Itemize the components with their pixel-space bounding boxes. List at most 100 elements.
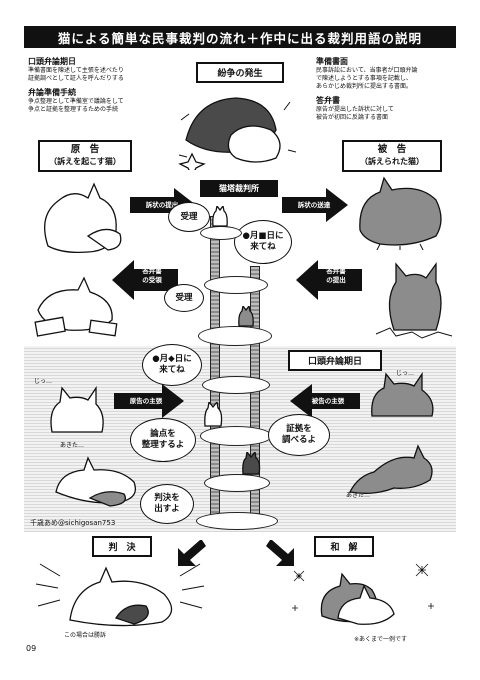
ruling-note: この場合は勝訴 [64, 632, 107, 639]
fighting-cat-white [227, 125, 281, 163]
glossary-term: 口頭弁論期日 [28, 57, 76, 66]
arrow-label-line: の受領 [142, 276, 162, 284]
tower-cat-icon [242, 452, 261, 475]
plaintiff-title: 原 告 [70, 144, 100, 155]
sitting-cat-body [388, 261, 442, 331]
tower-shelf [198, 326, 272, 346]
tower-cat-icon [204, 402, 223, 427]
defendant-title: 被 告 [377, 144, 407, 155]
plaintiff-subtitle: （訴えを起こす猫） [49, 157, 121, 166]
tower-cat-icon [238, 306, 254, 327]
bored-cats-left [55, 456, 137, 507]
court-label: 猫塔裁判所 [200, 180, 278, 197]
file-complaint-label: 訴状の提出 [145, 201, 179, 209]
glossary-desc: で陳述しようとする事項を記載し、 [316, 75, 412, 82]
defendant-sitting-illustration [375, 261, 453, 339]
sfx-stare-right: じっ… [396, 370, 415, 377]
defendant-subtitle: （訴えられた猫） [360, 157, 424, 166]
bubble-accept-1: 受理 [168, 202, 210, 232]
arrow-label-line: の提出 [326, 276, 346, 284]
right-arrow-icon [282, 188, 348, 222]
settlement-cat-white [337, 584, 395, 625]
bubble-line: 論点を [150, 429, 176, 439]
cat-tower [196, 206, 278, 530]
serve-complaint-label: 訴状の送達 [297, 201, 331, 209]
glossary-desc: 民事訴訟において、当事者が口頭弁論 [316, 67, 418, 74]
plaintiff-reading-illustration [34, 276, 118, 337]
bubble-come-date-2: ●月◆日に 来てね [142, 344, 202, 386]
defendant-cat-legs [376, 243, 424, 250]
impact-lines [178, 101, 296, 158]
bubble-accept-2: 受理 [164, 284, 204, 312]
bubble-ruling-out: 判決を 出すよ [140, 484, 194, 524]
arrow-label-line: 答弁書 [142, 267, 162, 275]
bubble-line: ●月■日に [242, 231, 284, 241]
glossary-term: 準備書面 [316, 57, 348, 66]
plaintiff-cat-small [86, 228, 122, 251]
bored-cat-right [349, 444, 433, 494]
left-arrow-icon [296, 260, 362, 300]
answer-received-label: 答弁書 の受領 [130, 267, 174, 285]
defendant-label: 被 告 （訴えられた猫） [342, 140, 442, 172]
glossary-term: 答弁書 [316, 96, 340, 105]
bubble-line: 出すよ [154, 504, 180, 514]
sfx-stare-left: じっ… [34, 378, 53, 385]
glossary-right: 準備書面 民事訴訟において、当事者が口頭弁論 で陳述しようとする事項を記載し、 … [316, 56, 461, 122]
settlement-label: 和 解 [314, 536, 374, 557]
bubble-examine-evidence: 証拠を 調べるよ [268, 414, 330, 456]
sparkle-decorations [292, 563, 434, 611]
answer-submitted-label: 答弁書 の提出 [314, 267, 358, 285]
glossary-desc: 準備書面を陳述して主張を述べたり [28, 67, 124, 74]
settlement-cats-illustration [292, 563, 434, 625]
arrow-answer-received [112, 260, 178, 300]
judge-cat-icon [212, 206, 228, 227]
glossary-left: 口頭弁論期日 準備書面を陳述して主張を述べたり 証拠調べとして証人を呼んだりする… [28, 56, 178, 114]
star-burst [178, 152, 206, 170]
bubble-line: 判決を [154, 493, 180, 503]
down-left-arrow-icon [178, 540, 206, 566]
glossary-desc: あらかじめ裁判所に提出する書面。 [316, 83, 413, 90]
ruling-label: 判 決 [92, 536, 152, 557]
arrow-plaintiff-claim [114, 384, 184, 418]
down-right-arrow-icon [266, 540, 294, 566]
tower-shelf [202, 376, 270, 394]
glossary-desc: 被告が初回に反論する書面 [316, 114, 389, 121]
dispute-label: 紛争の発生 [196, 62, 284, 83]
glossary-desc: 争点と証拠を整理するための手続 [28, 106, 119, 113]
tower-shelf [204, 276, 268, 294]
defendant-cat-body [359, 176, 442, 246]
arrow-answer-submitted [296, 260, 362, 300]
bubble-line: 整理するよ [141, 440, 185, 450]
fighting-cats-illustration [178, 97, 296, 170]
bubble-line: 来てね [159, 365, 185, 375]
bubble-come-date-1: ●月■日に 来てね [234, 220, 292, 264]
paper-icon [88, 319, 118, 337]
glossary-desc: 原告が提出した訴状に対して [316, 106, 394, 113]
page-title: 猫による簡単な民事裁判の流れ＋作中に出る裁判用語の説明 [24, 26, 456, 48]
hearing-date-label: 口頭弁論期日 [288, 350, 382, 371]
left-arrow-icon [112, 260, 178, 300]
settlement-note: ※あくまで一例です [354, 636, 408, 643]
glossary-desc: 証拠調べとして証人を呼んだりする [28, 75, 124, 82]
sfx-bored-left: あきた… [60, 442, 85, 449]
defendant-hearing-cat [371, 371, 434, 417]
plaintiff-label: 原 告 （訴えを起こす猫） [38, 140, 132, 172]
bubble-organize-issues: 論点を 整理するよ [130, 418, 196, 462]
sfx-bored-right: あきた… [346, 492, 371, 499]
tower-shelf [204, 474, 270, 492]
plaintiff-claim-label: 原告の主張 [129, 397, 163, 405]
bubble-line: 調べるよ [281, 435, 316, 445]
arrow-serve-complaint [282, 188, 348, 222]
tower-base [196, 512, 278, 530]
scattered-papers [375, 327, 453, 339]
bubble-line: ●月◆日に [152, 354, 192, 364]
page-number: 09 [26, 644, 37, 653]
plaintiff-cat-illustration [44, 182, 122, 254]
right-arrow-icon [114, 384, 184, 418]
tower-shelf [200, 226, 242, 240]
arrow-defendant-claim [290, 384, 360, 418]
tower-shelf [200, 426, 272, 446]
author-credit: 千歳あめ@sichigosan753 [30, 519, 116, 527]
defendant-cat-illustration [359, 176, 442, 250]
bubble-line: 来てね [250, 242, 276, 252]
